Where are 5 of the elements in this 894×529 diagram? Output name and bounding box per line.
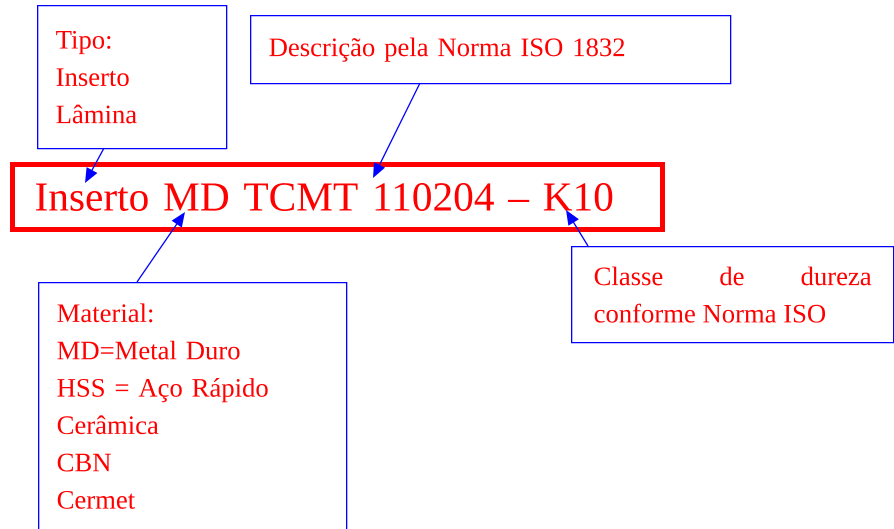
callout-box: Descrição pela Norma ISO 1832 [250,15,732,84]
callout-box: Material: MD=Metal Duro HSS = Aço Rápido Cerâmica CBN Cermet [38,282,348,529]
callout-box: Tipo: Inserto Lâmina [37,5,228,150]
product-code-box: Inserto MD TCMT 110204 – K10 [10,162,665,232]
callout-box: Classe de dureza conforme Norma ISO [571,246,894,344]
